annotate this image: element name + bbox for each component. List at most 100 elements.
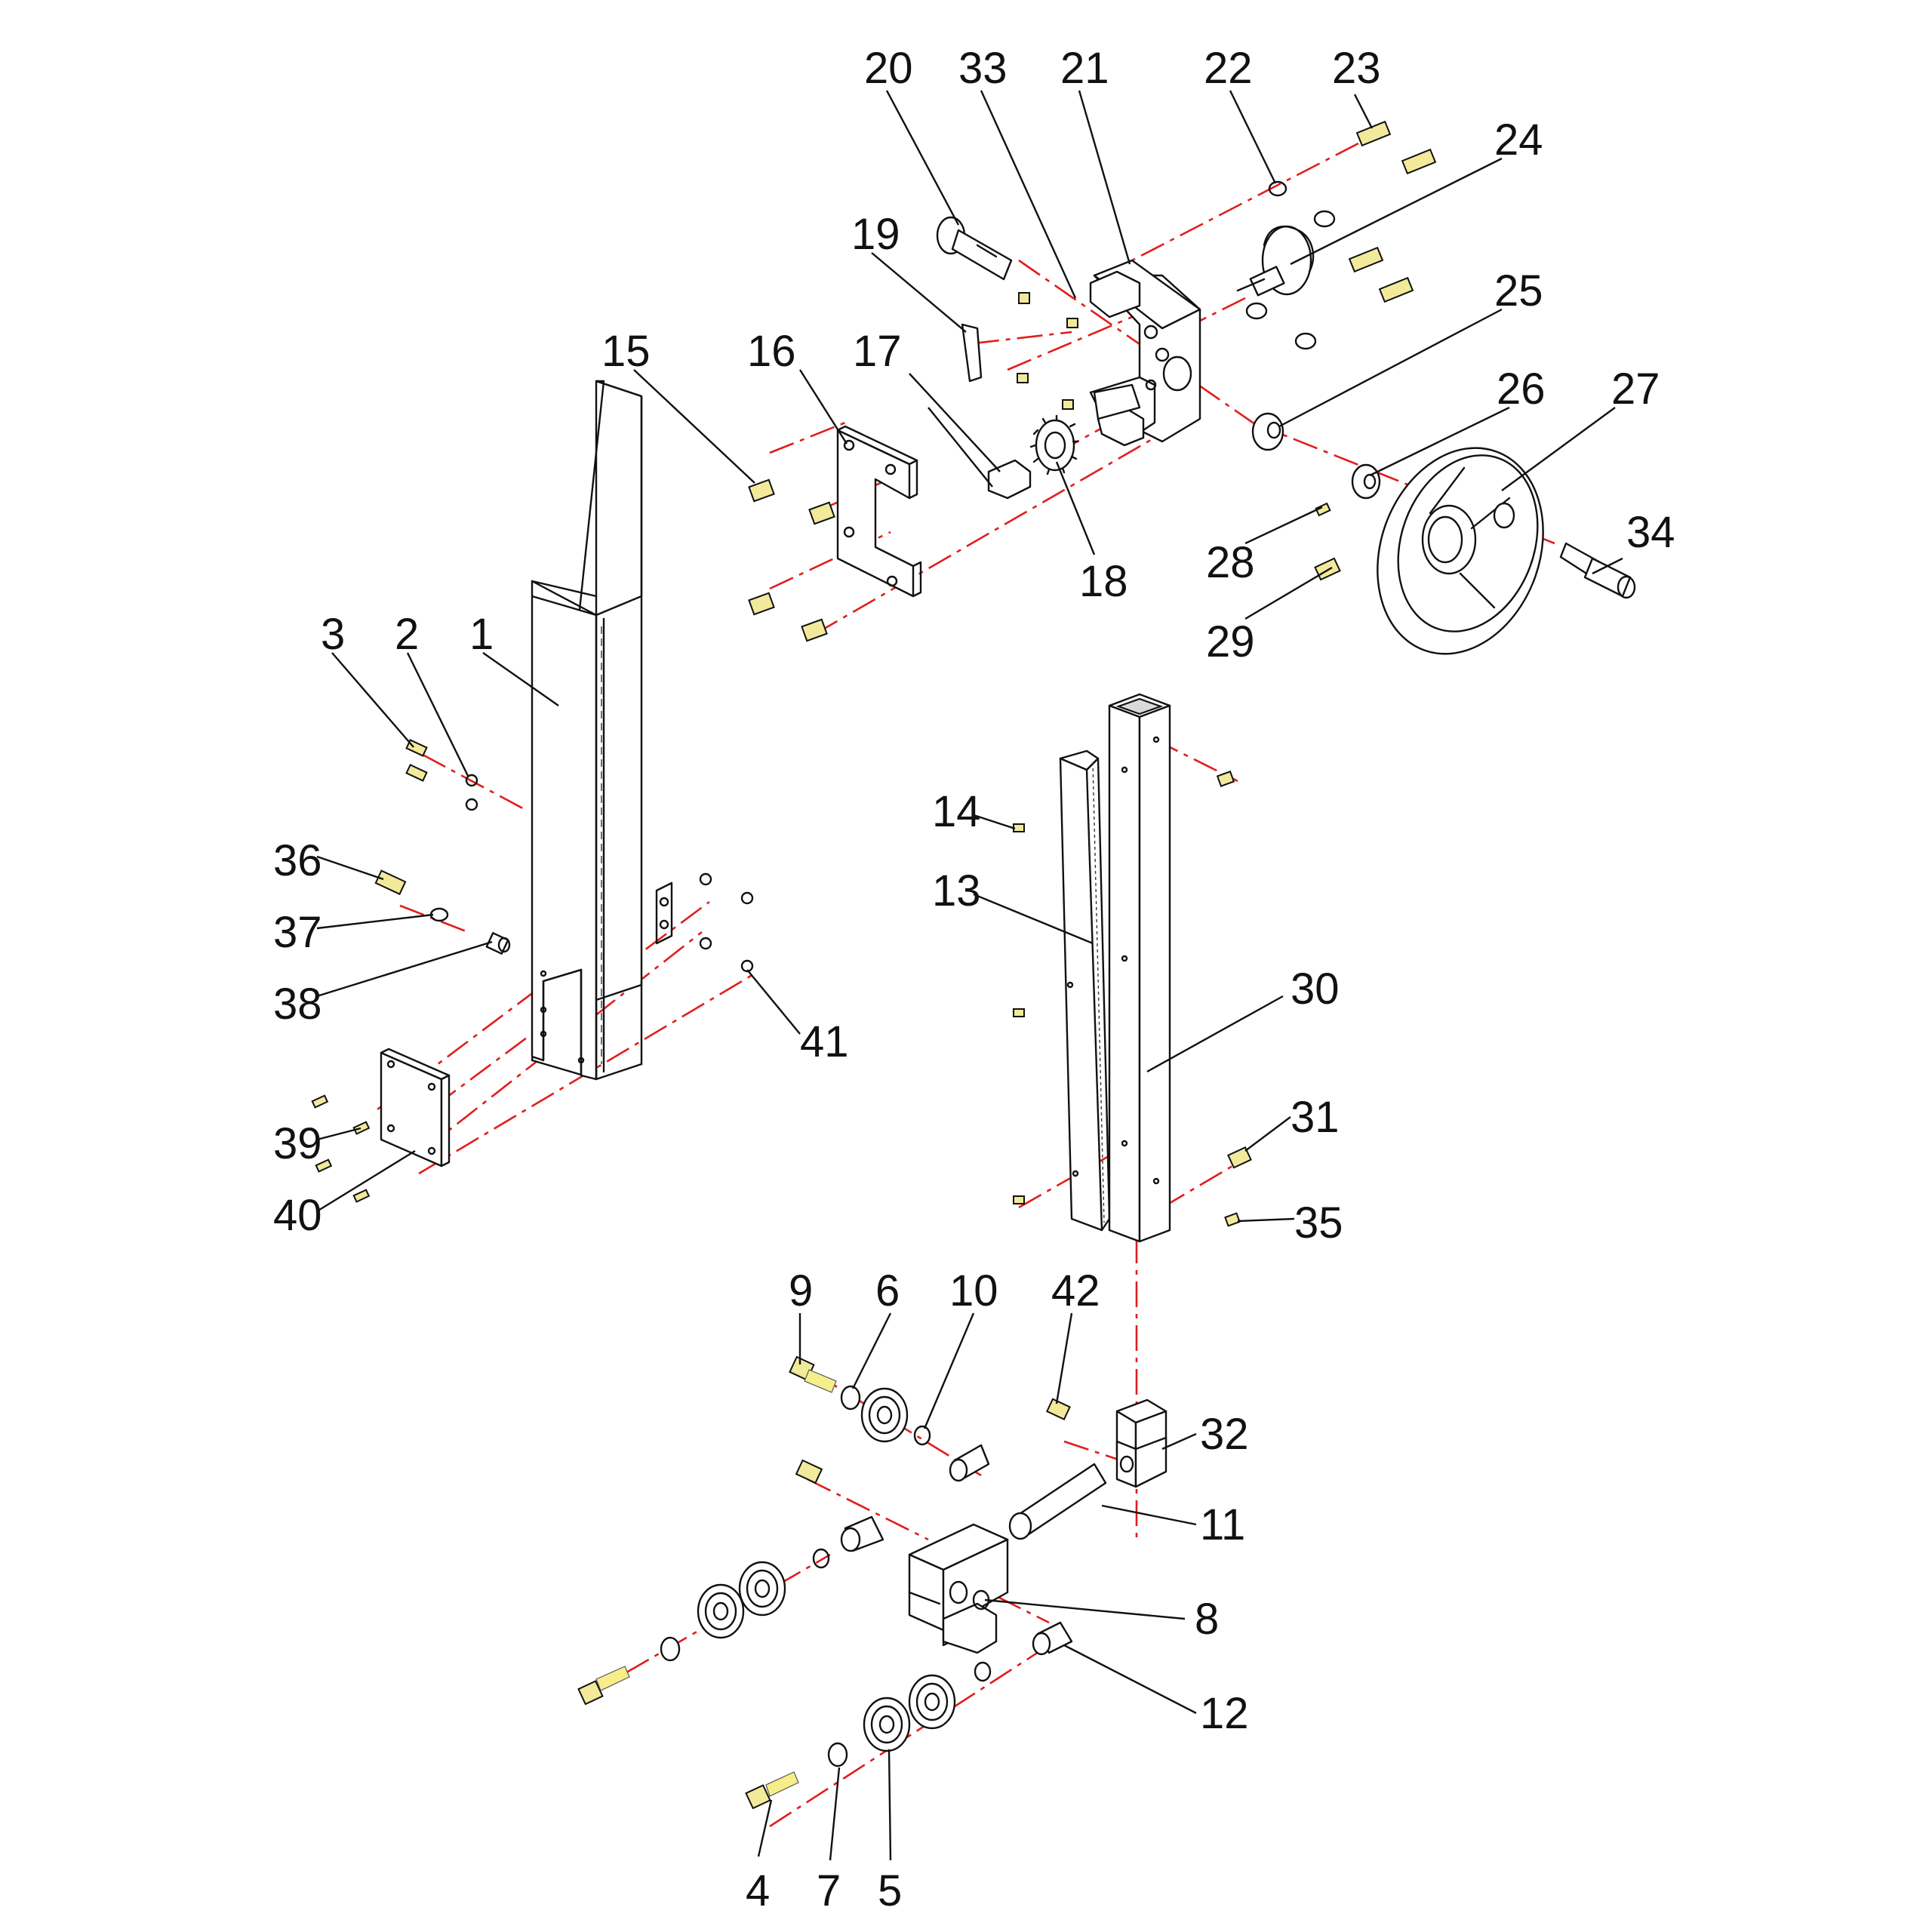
nut-part-41-b <box>740 891 754 905</box>
callout-38: 38 <box>273 980 322 1029</box>
part-21-gear-housing <box>1089 259 1201 447</box>
callout-5: 5 <box>878 1866 902 1915</box>
callout-32: 32 <box>1200 1410 1249 1459</box>
part-13-gear-rack <box>1059 749 1111 1232</box>
callout-30: 30 <box>1291 964 1340 1014</box>
screws-part-15 <box>748 478 835 642</box>
spacer-left-lower <box>840 1515 884 1552</box>
callout-6: 6 <box>875 1266 900 1315</box>
part-11-tube <box>1008 1463 1107 1540</box>
callout-39: 39 <box>273 1119 322 1168</box>
screw-part-42 <box>1045 1398 1071 1420</box>
callout-15: 15 <box>601 327 651 376</box>
bolt-part-36 <box>374 869 407 896</box>
screw-part-15-c <box>748 592 775 616</box>
callout-26: 26 <box>1497 365 1546 414</box>
callout-22: 22 <box>1204 44 1253 93</box>
setscrew-small-3 <box>1062 399 1074 410</box>
callout-35: 35 <box>1294 1198 1343 1247</box>
part-5-bearing <box>863 1697 911 1752</box>
callout-17: 17 <box>853 327 902 376</box>
callout-28: 28 <box>1206 538 1255 587</box>
callout-19: 19 <box>851 210 900 259</box>
washer-lower-right <box>974 1661 992 1682</box>
screw-part-14-b <box>1013 1008 1025 1017</box>
nut-part-41-a <box>699 872 712 886</box>
bolt-mid-right-1 <box>1348 246 1384 273</box>
washer-part-2-lower <box>465 798 478 811</box>
screw-part-15-a <box>748 478 775 503</box>
callout-12: 12 <box>1200 1689 1249 1738</box>
callout-16: 16 <box>747 327 796 376</box>
callout-21: 21 <box>1060 44 1109 93</box>
setscrew-small-1 <box>1066 318 1078 328</box>
part-18-pinion-gear <box>1029 414 1079 475</box>
screw-part-35 <box>1224 1212 1241 1227</box>
bearing-left-lower-1 <box>738 1561 786 1617</box>
bushing-part-6 <box>840 1385 861 1411</box>
callout-7: 7 <box>817 1866 841 1915</box>
callout-18: 18 <box>1079 557 1128 606</box>
washer-part-22 <box>1268 180 1287 197</box>
callout-8: 8 <box>1195 1595 1219 1644</box>
washer-left-lower <box>812 1548 830 1569</box>
callout-2: 2 <box>395 610 419 659</box>
setscrew-part-28 <box>1315 502 1331 517</box>
washer-part-37 <box>429 907 449 922</box>
screw-part-15-d <box>801 618 828 642</box>
bolt-upper-right <box>1401 148 1437 175</box>
nut-part-41-d <box>740 959 754 973</box>
screw-part-15-b <box>808 501 835 525</box>
callout-25: 25 <box>1494 266 1543 315</box>
part-32-socket-block <box>1115 1398 1168 1488</box>
screw-part-29 <box>1314 557 1341 581</box>
screw-part-39-d <box>352 1189 371 1203</box>
part-26-collar <box>1351 463 1381 500</box>
callout-33: 33 <box>958 44 1008 93</box>
callout-1: 1 <box>469 610 494 659</box>
callout-40: 40 <box>273 1191 322 1240</box>
callout-9: 9 <box>789 1266 813 1315</box>
bearing-lower-right-1 <box>908 1674 956 1730</box>
part-16-bracket-plate <box>836 425 922 598</box>
screw-part-30-top <box>1216 771 1235 787</box>
callout-13: 13 <box>932 866 981 915</box>
part-7-bushing <box>827 1742 848 1767</box>
callout-29: 29 <box>1206 617 1255 666</box>
part-19-key <box>961 323 983 383</box>
callout-37: 37 <box>273 908 322 957</box>
spacer-part-38 <box>485 932 511 955</box>
part-12-spacer <box>1032 1621 1073 1656</box>
callout-34: 34 <box>1626 508 1675 557</box>
spacer-upper <box>949 1444 990 1482</box>
part-25-bushing <box>1251 412 1284 451</box>
screws-part-14 <box>1013 823 1025 1204</box>
callout-24: 24 <box>1494 115 1543 165</box>
bearing-part-6 <box>860 1387 909 1443</box>
part-30-inner-column <box>1108 693 1171 1243</box>
callout-20: 20 <box>864 44 913 93</box>
screw-part-39-a <box>311 1094 329 1109</box>
setscrew-small-2 <box>1017 373 1029 383</box>
part-8-carriage-block <box>908 1523 1009 1654</box>
screw-part-39-b <box>352 1121 371 1135</box>
bearing-left-lower-2 <box>697 1583 745 1639</box>
callout-11: 11 <box>1200 1500 1245 1549</box>
bolt-part-23 <box>1355 120 1392 147</box>
callout-leader-lines <box>316 90 1623 1861</box>
setscrew-part-33 <box>1018 292 1030 304</box>
bolt-mid-right-2 <box>1378 276 1414 303</box>
callout-23: 23 <box>1332 44 1381 93</box>
part-24-star-knob <box>1236 225 1315 297</box>
callout-4: 4 <box>746 1866 770 1915</box>
nut-part-41-c <box>699 937 712 950</box>
washer-part-2-upper <box>465 774 478 787</box>
screw-part-31 <box>1226 1146 1252 1169</box>
bolt-left-lower <box>577 1666 630 1706</box>
screw-part-39-c <box>315 1158 333 1173</box>
bolt-part-9 <box>789 1355 837 1393</box>
screw-part-14-c <box>1013 1195 1025 1204</box>
callout-14: 14 <box>932 787 981 836</box>
